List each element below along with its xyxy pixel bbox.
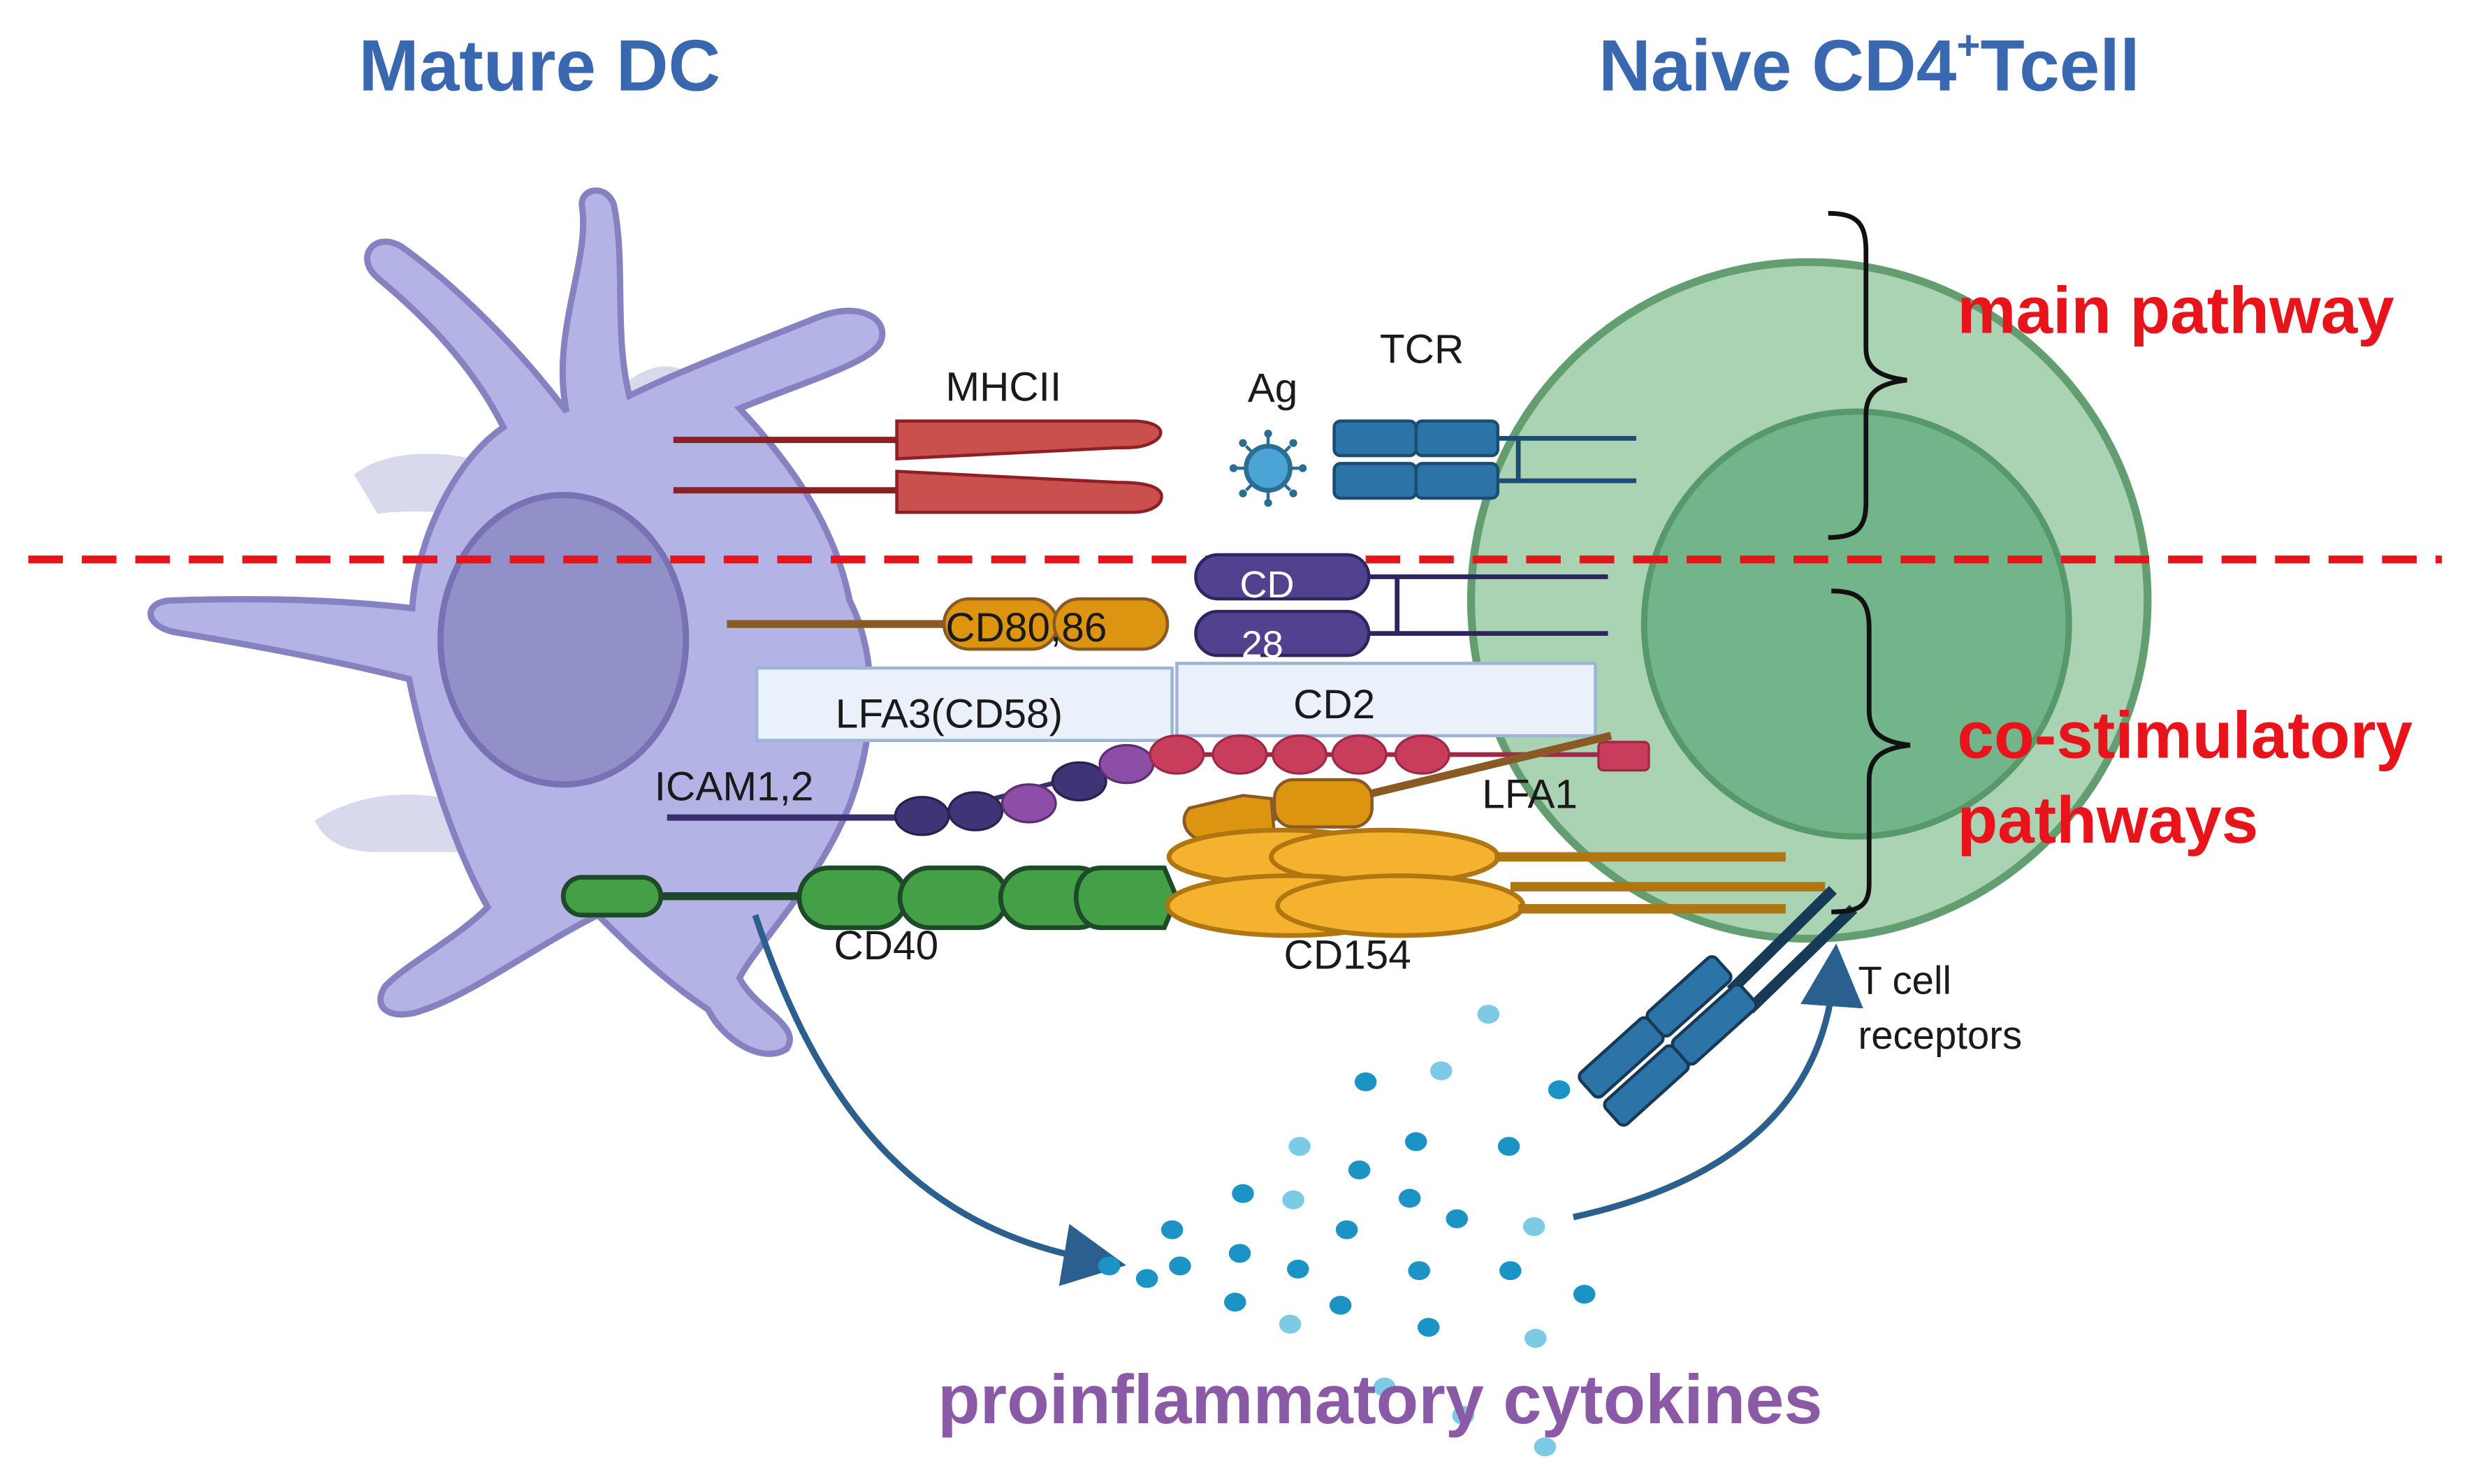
cytokine-dot (1335, 1220, 1358, 1239)
lfa3-label: LFA3(CD58) (836, 692, 1063, 737)
tcr-label: TCR (1380, 326, 1464, 372)
cd28-label-bottom: 28 (1242, 623, 1283, 665)
cytokine-dot (1288, 1137, 1311, 1156)
cd154-label: CD154 (1284, 932, 1411, 977)
cytokine-dots (1098, 1005, 1596, 1457)
cd28-molecule (1194, 553, 1608, 657)
cytokine-dot (1524, 1328, 1547, 1348)
cytokines-to-tcell-arrow (1572, 943, 1863, 1221)
dc-to-cytokines-arrow (752, 914, 1126, 1286)
cytokine-dot (1282, 1190, 1304, 1209)
ag-label: Ag (1248, 366, 1298, 412)
icam-label: ICAM1,2 (655, 764, 814, 809)
mhcii-label: MHCII (945, 364, 1061, 409)
cd2-label: CD2 (1293, 682, 1375, 727)
cytokine-dot (1404, 1132, 1427, 1151)
cytokine-dot (1417, 1318, 1440, 1337)
cytokine-dot (1522, 1217, 1545, 1237)
cytokine-dot (1098, 1256, 1121, 1276)
cd80-86-molecule (727, 597, 1170, 651)
cytokine-dot (1169, 1256, 1191, 1276)
cytokine-dot (1408, 1261, 1430, 1281)
dc-title: Mature DC (358, 25, 720, 106)
tcell-title: Naive CD4+Tcell (1599, 23, 2140, 106)
tcr-molecule (1332, 419, 1636, 500)
cd40-cd154-pair (560, 827, 1826, 938)
brace-main-pathway (1828, 210, 1907, 540)
tcell-receptors-label-line1: T cell (1858, 958, 1951, 1002)
cytokine-dot (1287, 1259, 1309, 1279)
cytokine-dot (1534, 1437, 1557, 1457)
cytokine-dot (1373, 1377, 1396, 1397)
cytokine-dot (1499, 1261, 1522, 1281)
cytokine-dot (1452, 1406, 1475, 1425)
lfa3-box (755, 666, 1174, 742)
cytokine-dot (1497, 1137, 1520, 1156)
cytokines-label: proinflammatory cytokines (938, 1360, 1822, 1438)
cytokine-dot (1348, 1161, 1371, 1180)
cytokine-dot (1228, 1244, 1251, 1263)
cytokine-dot (1429, 1061, 1453, 1081)
mhcii-molecule (673, 419, 1163, 514)
tcell-title-superscript: + (1956, 23, 1980, 68)
lfa1-label: LFA1 (1482, 772, 1578, 817)
cd40-label: CD40 (834, 923, 939, 968)
costim-pathway-label-line1: co-stimulatory (1957, 699, 2413, 773)
tcell-nucleus (1640, 408, 2072, 840)
cytokine-dot (1446, 1209, 1469, 1228)
cytokine-dot (1398, 1188, 1421, 1208)
main-pathway-label: main pathway (1957, 274, 2394, 348)
cytokine-dot (1477, 1005, 1500, 1024)
icam-lfa1-chain (667, 732, 1650, 841)
cytokine-dot (1329, 1295, 1352, 1315)
cd2-box (1175, 662, 1597, 738)
tcell-title-tail: Tcell (1981, 25, 2140, 106)
tcell-receptor-shed (1578, 886, 1858, 1127)
cd80-86-label: CD80,86 (945, 605, 1107, 650)
cytokine-dot (1160, 1220, 1184, 1239)
cytokine-dot (1354, 1072, 1377, 1091)
cytokine-dot (1548, 1080, 1571, 1100)
dendritic-cell (147, 187, 886, 1057)
cytokine-dot (1232, 1184, 1254, 1203)
tcell-title-main: Naive CD4 (1599, 25, 1957, 106)
costim-pathway-label-line2: pathways (1957, 783, 2258, 857)
tcell-receptors-label-line2: receptors (1858, 1013, 2023, 1057)
dc-nucleus (437, 491, 690, 788)
cytokine-dot (1573, 1284, 1596, 1304)
lfa3-cd2-pair (755, 662, 1597, 742)
cytokine-dot (1135, 1269, 1158, 1288)
antigen-icon (1229, 429, 1307, 507)
cd28-label-top: CD (1240, 564, 1295, 606)
cytokine-dot (1279, 1314, 1302, 1334)
brace-costim-pathway (1831, 588, 1911, 915)
cytokine-dot (1223, 1293, 1246, 1312)
